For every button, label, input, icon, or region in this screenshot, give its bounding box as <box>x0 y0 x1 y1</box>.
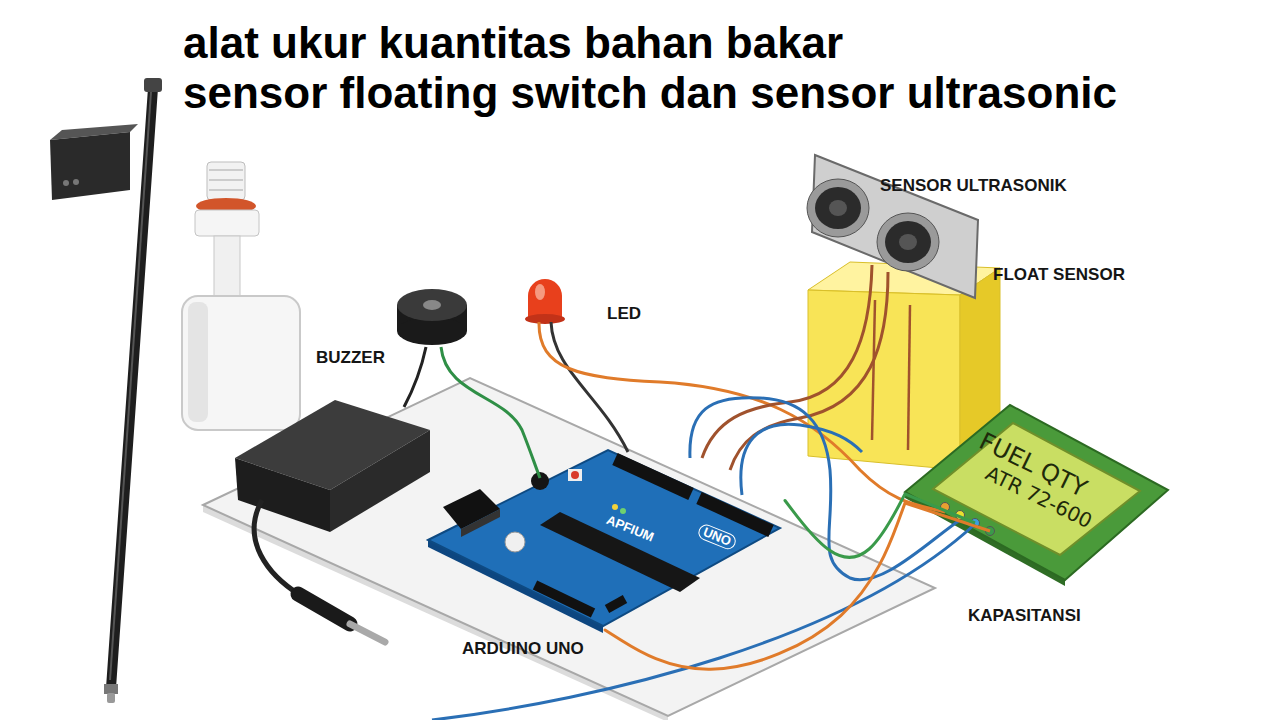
float-thread <box>207 162 245 200</box>
float-stem <box>214 236 240 300</box>
led-dome <box>528 279 562 318</box>
pin-stub <box>905 503 990 531</box>
title-line: alat ukur kuantitas bahan bakar <box>183 18 1117 68</box>
part-label: ARDUINO UNO <box>462 639 584 659</box>
lcd-pin <box>941 503 950 512</box>
sensor-wire <box>730 272 888 470</box>
signal-wire <box>690 398 960 580</box>
resonator <box>531 472 549 490</box>
reset-cap <box>571 471 579 479</box>
wire <box>785 494 905 557</box>
lcd-display: FUEL QTYATR 72-600 <box>905 403 1170 585</box>
transducer-core <box>815 187 861 229</box>
lcd-screen <box>933 423 1140 555</box>
power-jack <box>443 489 500 529</box>
thread-line <box>209 189 243 191</box>
transducer-core <box>885 221 931 263</box>
thread-line <box>209 169 243 171</box>
icsp-header <box>607 599 625 609</box>
title-line: sensor floating switch dan sensor ultras… <box>183 68 1117 118</box>
arduino-board <box>428 450 780 626</box>
sensor-wire <box>908 305 910 450</box>
led-base <box>525 314 565 324</box>
led-wire <box>551 322 628 452</box>
bracket-hole <box>63 180 69 186</box>
buzzer-wire <box>404 347 426 407</box>
pin-stub <box>905 494 975 523</box>
transducer <box>877 213 939 271</box>
adapter-side <box>330 430 430 532</box>
part-label: LED <box>607 304 641 324</box>
transducer-center <box>829 200 847 216</box>
plug-tip <box>350 624 385 642</box>
part-label: KAPASITANSI <box>968 606 1081 626</box>
power-wire <box>432 524 975 720</box>
part-label: BUZZER <box>316 348 385 368</box>
page-title: alat ukur kuantitas bahan bakar sensor f… <box>183 18 1117 118</box>
transducer-center <box>899 234 917 250</box>
probe-bracket <box>50 132 130 200</box>
buzzer-bottom <box>397 317 467 345</box>
transducer <box>807 179 869 237</box>
thread-line <box>209 179 243 181</box>
bracket-hole <box>73 179 79 185</box>
status-led <box>620 508 626 514</box>
sensor-wire <box>702 265 872 458</box>
pin-header <box>615 459 691 494</box>
lcd-pin <box>971 519 980 528</box>
wire <box>605 503 905 669</box>
lcd-pin <box>986 527 995 536</box>
capacitor <box>505 532 525 552</box>
float-shade <box>188 302 208 422</box>
status-led <box>612 504 618 510</box>
rod-cap <box>144 78 162 92</box>
signal-wire <box>741 424 862 495</box>
lcd-pin <box>956 511 965 520</box>
rod-nut <box>104 684 118 694</box>
adapter-front <box>235 458 330 532</box>
float-body <box>182 296 300 430</box>
buzzer-wire <box>441 347 540 478</box>
buzzer-top <box>397 289 467 321</box>
dc-plug <box>298 594 350 624</box>
float-nut <box>195 210 259 236</box>
buzzer-hole <box>423 300 441 310</box>
power-jack-side <box>461 509 500 537</box>
led-glint <box>535 284 545 300</box>
reset-button <box>568 469 582 481</box>
lcd-board <box>905 405 1168 580</box>
adapter-cable <box>254 500 300 595</box>
led-wire <box>539 322 945 512</box>
part-label: FLOAT SENSOR <box>993 265 1125 285</box>
arduino-board: APFIUMUNO <box>425 445 785 630</box>
fuel-tank <box>808 290 960 470</box>
sensor-wire <box>872 300 875 440</box>
microcontroller-chip <box>540 512 700 592</box>
part-label: SENSOR ULTRASONIK <box>880 176 1067 196</box>
pin-header <box>535 585 593 613</box>
rod-tip <box>107 693 115 703</box>
